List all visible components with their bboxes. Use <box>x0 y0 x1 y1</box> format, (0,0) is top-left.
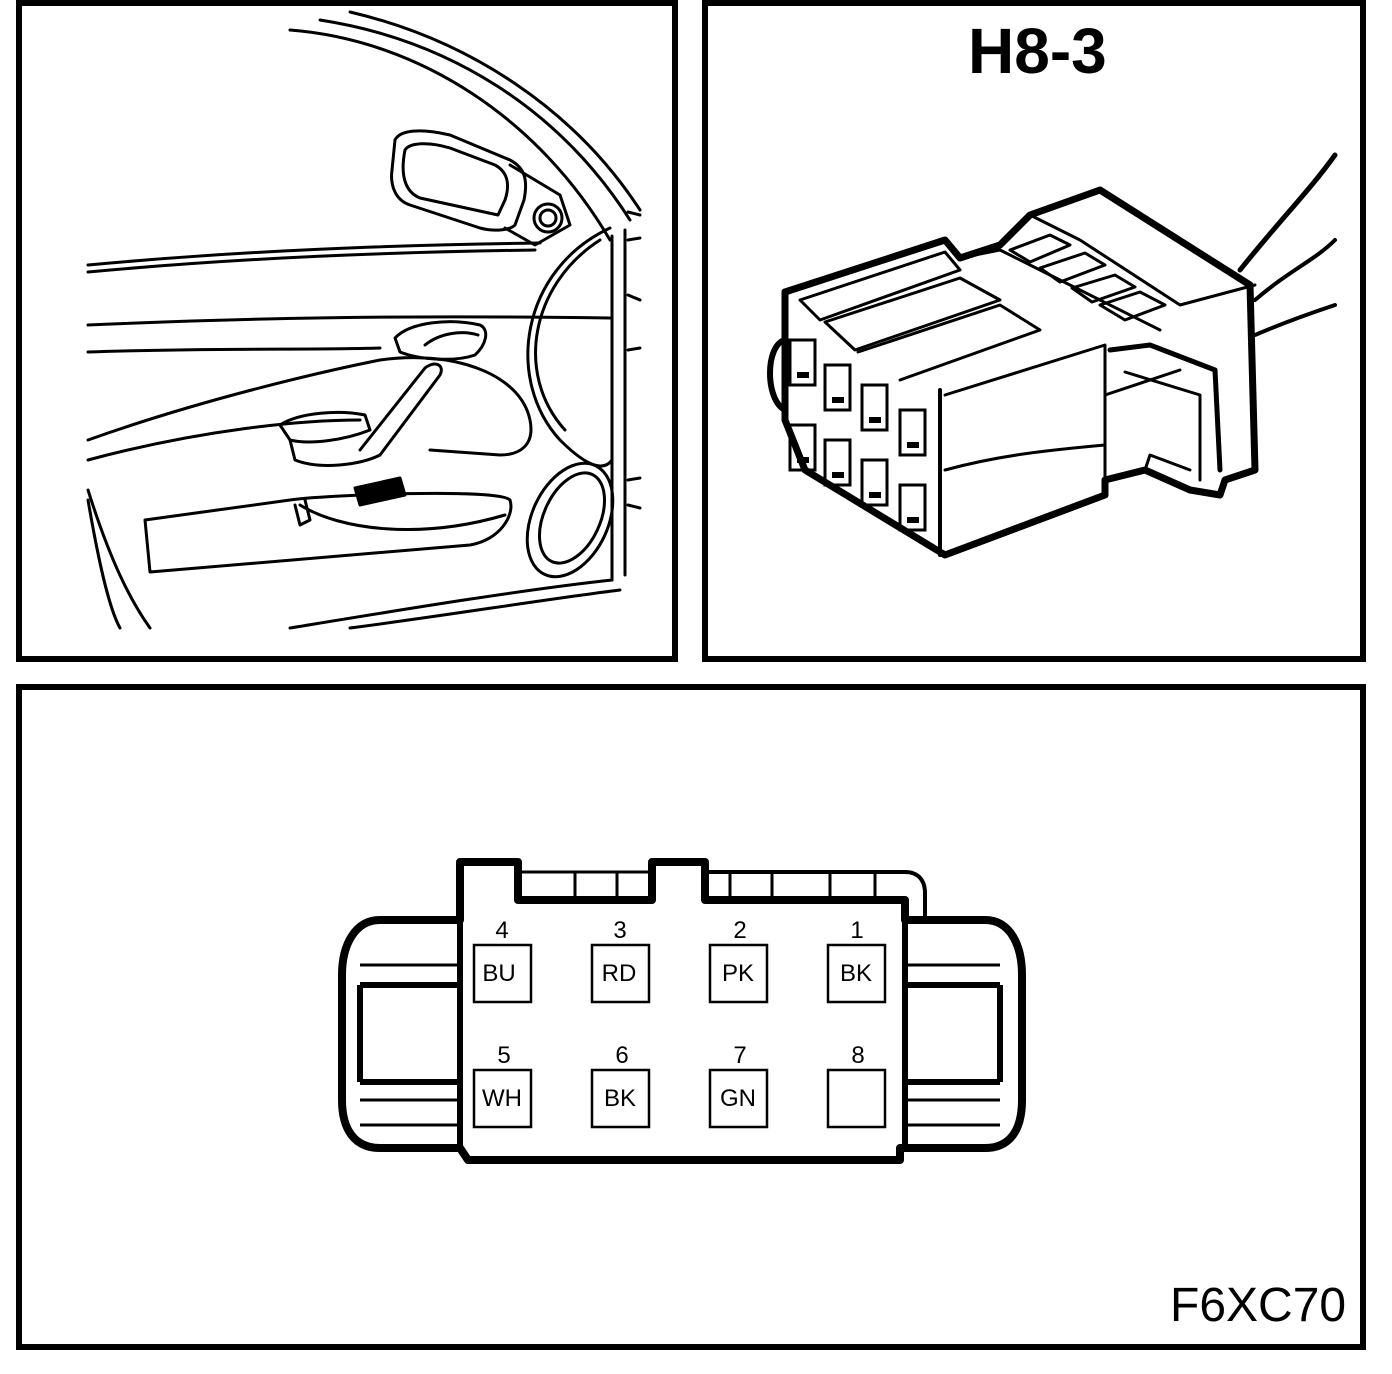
pin-color: PK <box>722 960 754 987</box>
pin-2: 2 PK <box>708 917 769 1004</box>
connector-housing <box>338 858 1026 1164</box>
pin-5: 5 WH <box>472 1042 533 1129</box>
connector-title: H8-3 <box>968 15 1107 87</box>
pin-number: 3 <box>613 917 626 944</box>
pin-3: 3 RD <box>590 917 651 1004</box>
pin-color: RD <box>602 960 637 987</box>
pin-color: BK <box>604 1085 636 1112</box>
pin-color: BK <box>840 960 872 987</box>
pin-4: 4 BU <box>472 917 533 1004</box>
pin-color: WH <box>482 1085 522 1112</box>
pin-number: 7 <box>733 1042 746 1069</box>
pin-number: 1 <box>850 917 863 944</box>
pin-1: 1 BK <box>826 917 887 1004</box>
figure-code: F6XC70 <box>1170 1279 1347 1332</box>
pin-number: 6 <box>615 1042 628 1069</box>
pin-7: 7 GN <box>708 1042 769 1129</box>
pin-number: 2 <box>733 917 746 944</box>
pin-8: 8 <box>826 1042 887 1129</box>
pin-color: BU <box>482 960 515 987</box>
pin-color: GN <box>720 1085 756 1112</box>
pin-number: 4 <box>495 917 508 944</box>
connector-face-panel <box>16 684 1366 1350</box>
pin-number: 5 <box>497 1042 510 1069</box>
pin-6: 6 BK <box>590 1042 651 1129</box>
pin-number: 8 <box>851 1042 864 1069</box>
